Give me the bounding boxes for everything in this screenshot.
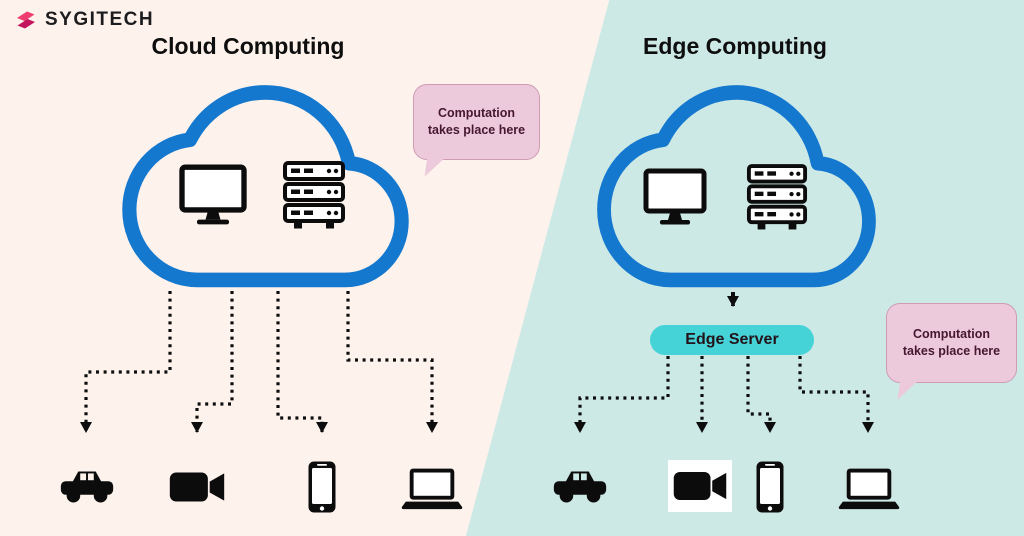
smartphone-icon (308, 461, 336, 513)
cloud-computing-title: Cloud Computing (151, 33, 345, 59)
car-icon (553, 471, 607, 503)
cloud-callout-bubble: Computation takes place here (413, 84, 540, 160)
edge-callout-bubble: Computation takes place here (886, 303, 1017, 383)
sygitech-logo-icon (17, 11, 35, 29)
arrow-cloud-to-camera (191, 291, 234, 433)
cloud-callout-text: Computation takes place here (427, 106, 526, 137)
edge-callout-text: Computation takes place here (902, 327, 1001, 358)
arrow-cloud-to-phone (276, 291, 328, 433)
server-icon (746, 164, 808, 230)
video-camera-icon (169, 472, 225, 502)
sygitech-logo: SYGITECH (14, 8, 154, 32)
edge-computing-title: Edge Computing (643, 33, 827, 59)
edge-server-label: Edge Server (685, 331, 779, 348)
smartphone-icon (756, 461, 784, 513)
laptop-icon (838, 468, 900, 510)
monitor-icon (643, 168, 707, 225)
car-icon (60, 471, 114, 503)
arrow-cloud-to-laptop (346, 291, 438, 433)
monitor-icon (179, 164, 247, 225)
edge-server-node: Edge Server (650, 325, 814, 355)
server-icon (283, 161, 345, 229)
cloud-icon (122, 85, 409, 288)
arrow-cloud-to-car (80, 291, 172, 433)
cloud-icon (597, 85, 876, 288)
laptop-icon (401, 468, 463, 510)
brand-name: SYGITECH (45, 9, 155, 30)
video-camera-icon (673, 472, 727, 500)
